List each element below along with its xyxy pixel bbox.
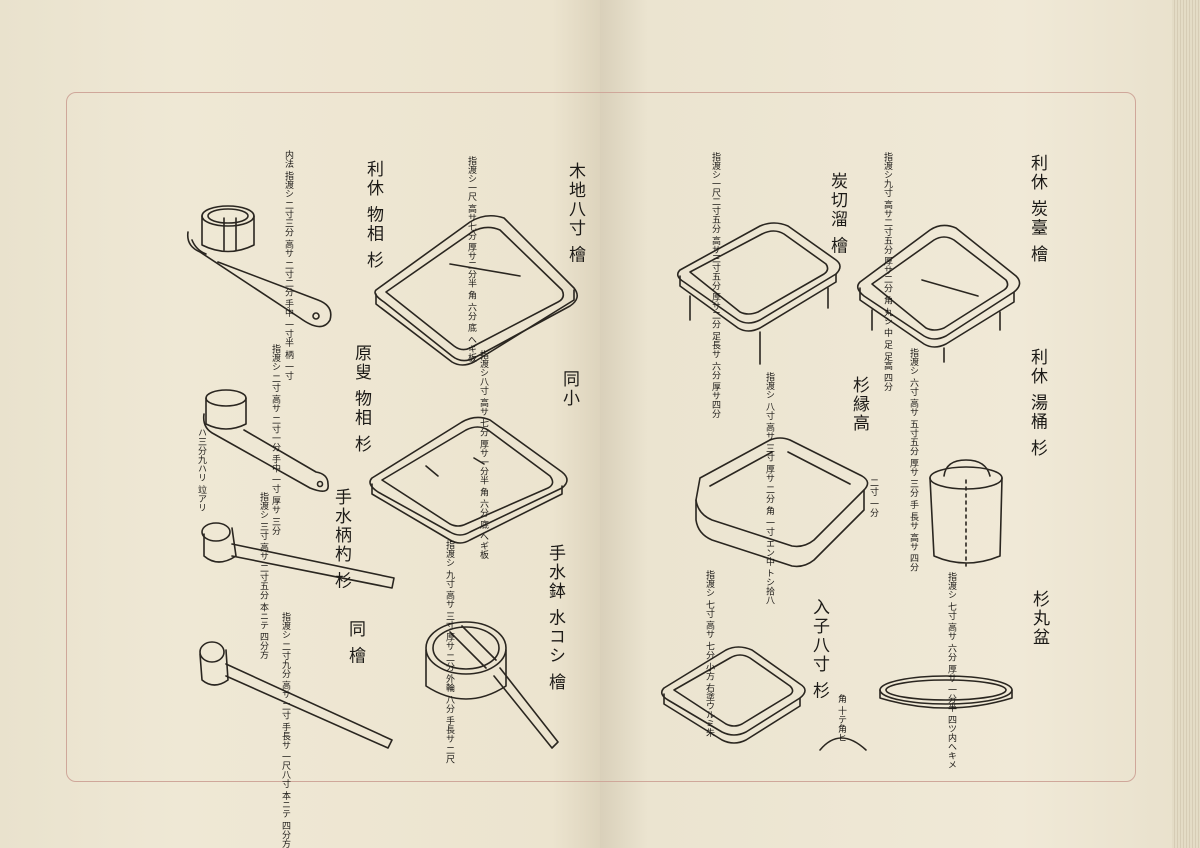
- left-page: [0, 0, 600, 848]
- note-sugi-fuchidaka: 指渡シ 八寸 高サ 三寸 厚サ 二分 角 一寸 エン中 トシ拾八: [764, 372, 774, 605]
- hisaku-drawing: [201, 522, 395, 589]
- title-onaji-sho: 同小: [559, 370, 579, 408]
- corner-label: 角 十テ角ヒ: [836, 694, 846, 742]
- small-tray-drawing: [369, 416, 568, 544]
- title-chozu-bachi: 手水鉢 水コシ 檜: [545, 544, 565, 692]
- note-onaji-sho: 指渡シ八寸 高サ 七分 厚サ一分半 角 六分 底 へギ板: [478, 350, 488, 559]
- title-sugi-fuchidaka: 杉縁高: [849, 376, 869, 433]
- title-chozu-hisaku: 手水柄杓 杉: [331, 488, 351, 591]
- fuchidaka-drawing: [695, 437, 869, 568]
- title-kiji-hassun: 木地八寸 檜: [565, 162, 585, 265]
- yuoke-drawing: [929, 459, 1003, 567]
- corner-arc-drawing: [819, 737, 867, 751]
- note-irego-hassun: 指渡シ 七寸 高サ 七分 小方 右塗ウルミ朱: [704, 570, 714, 738]
- printed-frame: [66, 92, 1136, 782]
- sumidai-drawing: [856, 224, 1021, 363]
- page-edge: [1172, 0, 1200, 848]
- side-note: 二寸 一分: [868, 478, 878, 517]
- mono-soe-cup-drawing: [186, 205, 332, 328]
- title-sugi-marubon: 杉丸盆: [1029, 590, 1049, 647]
- irego-tray-drawing: [660, 646, 806, 744]
- marubon-drawing: [879, 675, 1013, 709]
- note-rikyu-sumidai: 指渡シ九寸 高サ二寸五分 厚サ二分 角 丸シ 中 足 足高 四分: [882, 152, 892, 391]
- note-sumikiri-damari: 指渡シ一尺二寸五分 高サ三寸五分 厚サ二分 足長サ 六分 厚サ四分: [710, 152, 720, 418]
- note-rikyu-mono-soe: 内法 指渡シ 二寸三分 高サ 二寸二分 手中 一寸半 柄 一寸: [283, 150, 293, 380]
- ladle-note: ハ三分九ハリ 竝アリ: [196, 428, 206, 512]
- note-onaji-hinoki: 指渡シ 二寸九分 高サ 二寸 手長サ 一尺八寸 本ニテ 四分方: [280, 612, 290, 848]
- title-rikyu-sumidai: 利休 炭臺 檜: [1027, 154, 1047, 264]
- title-rikyu-yuoke: 利休 湯桶 杉: [1027, 348, 1047, 458]
- title-onaji-hinoki: 同 檜: [345, 620, 365, 666]
- note-sugi-marubon: 指渡シ 七寸 高サ 六分 厚サ 一分半 四ツ内へキメ: [946, 572, 956, 769]
- note-chozu-hisaku: 指渡シ 三寸 高サ 二寸五分 本ニテ 四分方: [258, 492, 268, 659]
- title-genso-mono-soe: 原叟 物相 杉: [351, 344, 371, 454]
- note-rikyu-yuoke: 指渡シ 六寸 高サ 五寸五分 厚サ 三分 手 長サ 高サ 四分: [908, 348, 918, 572]
- title-irego-hassun: 入子八寸 杉: [809, 598, 829, 701]
- mono-soe-cup-2-drawing: [202, 389, 329, 492]
- title-sumikiri-damari: 炭切溜 檜: [827, 172, 847, 256]
- hisaku-2-drawing: [199, 641, 393, 749]
- title-rikyu-mono-soe: 利休 物相 杉: [363, 160, 383, 270]
- note-chozu-bachi: 指渡シ 九寸 高サ 三寸 厚サ 二分 外輪 八分 手長サ 二尺: [444, 540, 454, 764]
- sumikiri-tray-drawing: [676, 222, 841, 365]
- hassun-tray-drawing: [374, 214, 578, 366]
- strainer-drawing: [425, 621, 559, 749]
